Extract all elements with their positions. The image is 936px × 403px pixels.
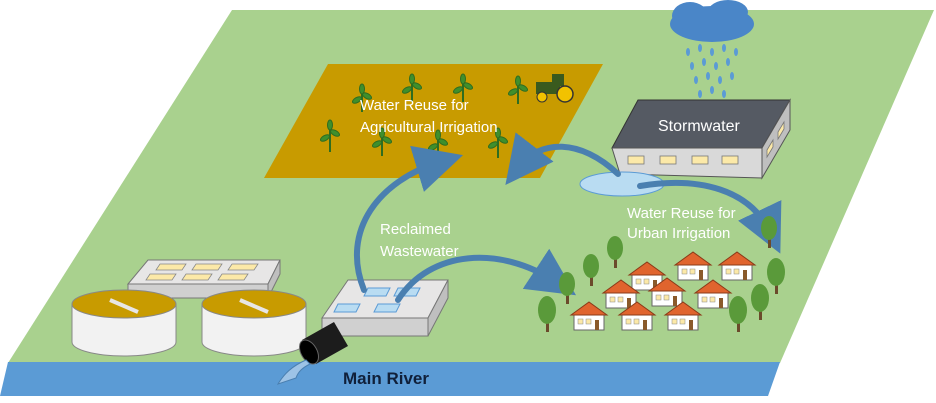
clarifier-tank-1: [71, 289, 177, 357]
tractor-icon: [536, 74, 574, 103]
reclaimed-wastewater-label-line2: Wastewater: [380, 243, 459, 260]
stormwater-building: [611, 98, 791, 180]
main-river: [0, 362, 780, 396]
urban-reuse-label-line1: Water Reuse for: [627, 205, 736, 222]
reclaimed-water-tank: [321, 279, 449, 337]
tree-icon: [538, 216, 785, 332]
main-river-label: Main River: [343, 369, 429, 388]
agricultural-reuse-label-line1: Water Reuse for: [360, 97, 469, 114]
flow-arrows: [353, 132, 782, 303]
rain-cloud-icon: [670, 0, 754, 98]
clarifier-tank-2: [201, 289, 307, 357]
reclaimed-wastewater-label-line1: Reclaimed: [380, 221, 451, 238]
stormwater-label: Stormwater: [658, 118, 740, 135]
urban-reuse-label-line2: Urban Irrigation: [627, 225, 731, 242]
house-icon: [569, 251, 757, 331]
outfall-pipe-icon: [276, 322, 348, 385]
agricultural-reuse-label-line2: Agricultural Irrigation: [360, 119, 498, 136]
